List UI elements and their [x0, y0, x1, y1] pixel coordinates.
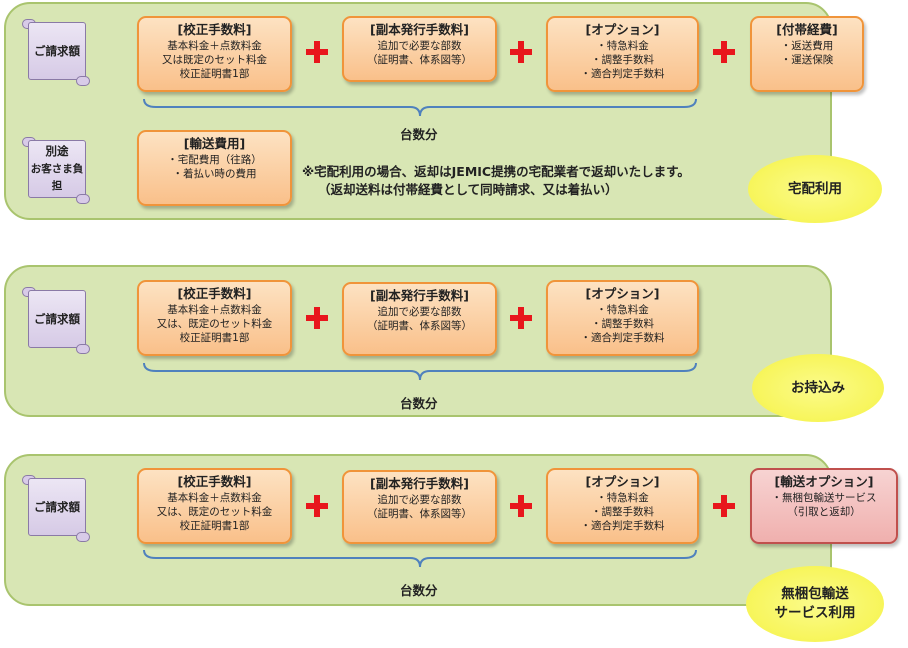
box-line: ・無梱包輸送サービス — [771, 492, 877, 504]
option-box: [オプション] ・特急料金 ・調整手数料 ・適合判定手数料 — [546, 468, 699, 544]
return-note-line2: （返却送料は付帯経費として同時請求、又は着払い） — [318, 182, 618, 197]
box-title: [オプション] — [585, 286, 660, 301]
box-line: ・返送費用 — [780, 40, 834, 52]
scroll-curl — [76, 194, 90, 204]
box-line: ・特急料金 — [596, 492, 649, 504]
invoice-label-scroll: ご請求額 — [22, 19, 90, 86]
plus-icon — [306, 495, 328, 517]
box-title: [輸送オプション] — [774, 474, 874, 489]
calibration-fee-box: [校正手数料] 基本料金＋点数料金 又は、既定のセット料金 校正証明書1部 — [137, 280, 292, 356]
box-line: 校正証明書1部 — [179, 520, 250, 532]
plus-icon — [713, 41, 735, 63]
box-title: [副本発行手数料] — [370, 476, 469, 491]
box-line: 校正証明書1部 — [179, 332, 250, 344]
box-line: ・調整手数料 — [591, 506, 654, 518]
unpacked-tag-line1: 無梱包輸送 — [781, 586, 849, 603]
separate-charge-scroll: 別途 お客さま負担 — [22, 137, 90, 204]
plus-icon — [510, 495, 532, 517]
unpacked-tag-line2: サービス利用 — [774, 605, 856, 621]
box-line: 又は、既定のセット料金 — [156, 318, 273, 330]
unit-count-label: 台数分 — [400, 583, 438, 598]
plus-icon — [510, 307, 532, 329]
box-title: [副本発行手数料] — [370, 22, 469, 37]
box-line: ・適合判定手数料 — [580, 520, 665, 532]
option-box: [オプション] ・特急料金 ・調整手数料 ・適合判定手数料 — [546, 16, 699, 92]
plus-icon — [306, 307, 328, 329]
box-line: （証明書、体系図等） — [367, 320, 472, 332]
box-line: ・適合判定手数料 — [580, 68, 665, 80]
box-title: [付帯経費] — [776, 22, 838, 37]
box-line: ・適合判定手数料 — [580, 332, 665, 344]
unit-count-label: 台数分 — [400, 127, 438, 142]
calibration-fee-box: [校正手数料] 基本料金＋点数料金 又は、既定のセット料金 校正証明書1部 — [137, 468, 292, 544]
box-line: （証明書、体系図等） — [367, 54, 472, 66]
box-line: 基本料金＋点数料金 — [167, 304, 262, 316]
box-line: 又は既定のセット料金 — [162, 54, 267, 66]
invoice-label: ご請求額 — [34, 311, 80, 326]
box-line: ・宅配費用（往路） — [167, 154, 262, 166]
box-title: [副本発行手数料] — [370, 288, 469, 303]
box-line: ・特急料金 — [596, 304, 649, 316]
option-box: [オプション] ・特急料金 ・調整手数料 ・適合判定手数料 — [546, 280, 699, 356]
box-title: [校正手数料] — [177, 286, 252, 301]
delivery-tag-text: 宅配利用 — [788, 180, 842, 197]
box-line: 又は、既定のセット料金 — [156, 506, 273, 518]
transport-option-box: [輸送オプション] ・無梱包輸送サービス （引取と返却） — [750, 468, 898, 544]
box-title: [オプション] — [585, 474, 660, 489]
box-title: [校正手数料] — [177, 22, 252, 37]
unit-count-label: 台数分 — [400, 396, 438, 411]
box-line: 基本料金＋点数料金 — [167, 40, 262, 52]
brace-icon — [143, 549, 697, 568]
scroll-curl — [76, 532, 90, 542]
box-line: 校正証明書1部 — [179, 68, 250, 80]
scroll-curl — [76, 76, 90, 86]
duplicate-fee-box: [副本発行手数料] 追加で必要な部数 （証明書、体系図等） — [342, 16, 497, 82]
bring-in-tag: お持込み — [752, 354, 884, 422]
plus-icon — [510, 41, 532, 63]
box-line: 基本料金＋点数料金 — [167, 492, 262, 504]
box-line: 追加で必要な部数 — [377, 494, 462, 506]
box-line: ・特急料金 — [596, 40, 649, 52]
brace-icon — [143, 98, 697, 117]
box-line: ・調整手数料 — [591, 318, 654, 330]
duplicate-fee-box: [副本発行手数料] 追加で必要な部数 （証明書、体系図等） — [342, 470, 497, 544]
box-line: ・運送保険 — [780, 54, 834, 66]
box-line: ・調整手数料 — [591, 54, 654, 66]
box-line: （引取と返却） — [787, 506, 861, 518]
box-line: 追加で必要な部数 — [377, 306, 462, 318]
invoice-label: ご請求額 — [34, 43, 80, 58]
separate-label-line1: 別途 — [45, 144, 69, 159]
box-line: 追加で必要な部数 — [377, 40, 462, 52]
calibration-fee-box: [校正手数料] 基本料金＋点数料金 又は既定のセット料金 校正証明書1部 — [137, 16, 292, 92]
bring-in-tag-text: お持込み — [791, 379, 845, 396]
box-line: （証明書、体系図等） — [367, 508, 472, 520]
box-line: ・着払い時の費用 — [172, 168, 257, 180]
box-title: [オプション] — [585, 22, 660, 37]
incidental-expense-box: [付帯経費] ・返送費用 ・運送保険 — [750, 16, 864, 92]
box-title: [輸送費用] — [183, 136, 246, 151]
shipping-cost-box: [輸送費用] ・宅配費用（往路） ・着払い時の費用 — [137, 130, 292, 206]
invoice-label-scroll: ご請求額 — [22, 287, 90, 354]
scroll-curl — [76, 344, 90, 354]
plus-icon — [306, 41, 328, 63]
delivery-tag: 宅配利用 — [748, 155, 882, 223]
return-note-line1: ※宅配利用の場合、返却はJEMIC提携の宅配業者で返却いたします。 — [302, 164, 690, 179]
box-title: [校正手数料] — [177, 474, 252, 489]
plus-icon — [713, 495, 735, 517]
brace-icon — [143, 362, 697, 381]
separate-label-line2: お客さま負担 — [30, 163, 84, 193]
unpacked-transport-tag: 無梱包輸送 サービス利用 — [746, 566, 884, 642]
invoice-label-scroll: ご請求額 — [22, 475, 90, 542]
duplicate-fee-box: [副本発行手数料] 追加で必要な部数 （証明書、体系図等） — [342, 282, 497, 356]
invoice-label: ご請求額 — [34, 499, 80, 514]
